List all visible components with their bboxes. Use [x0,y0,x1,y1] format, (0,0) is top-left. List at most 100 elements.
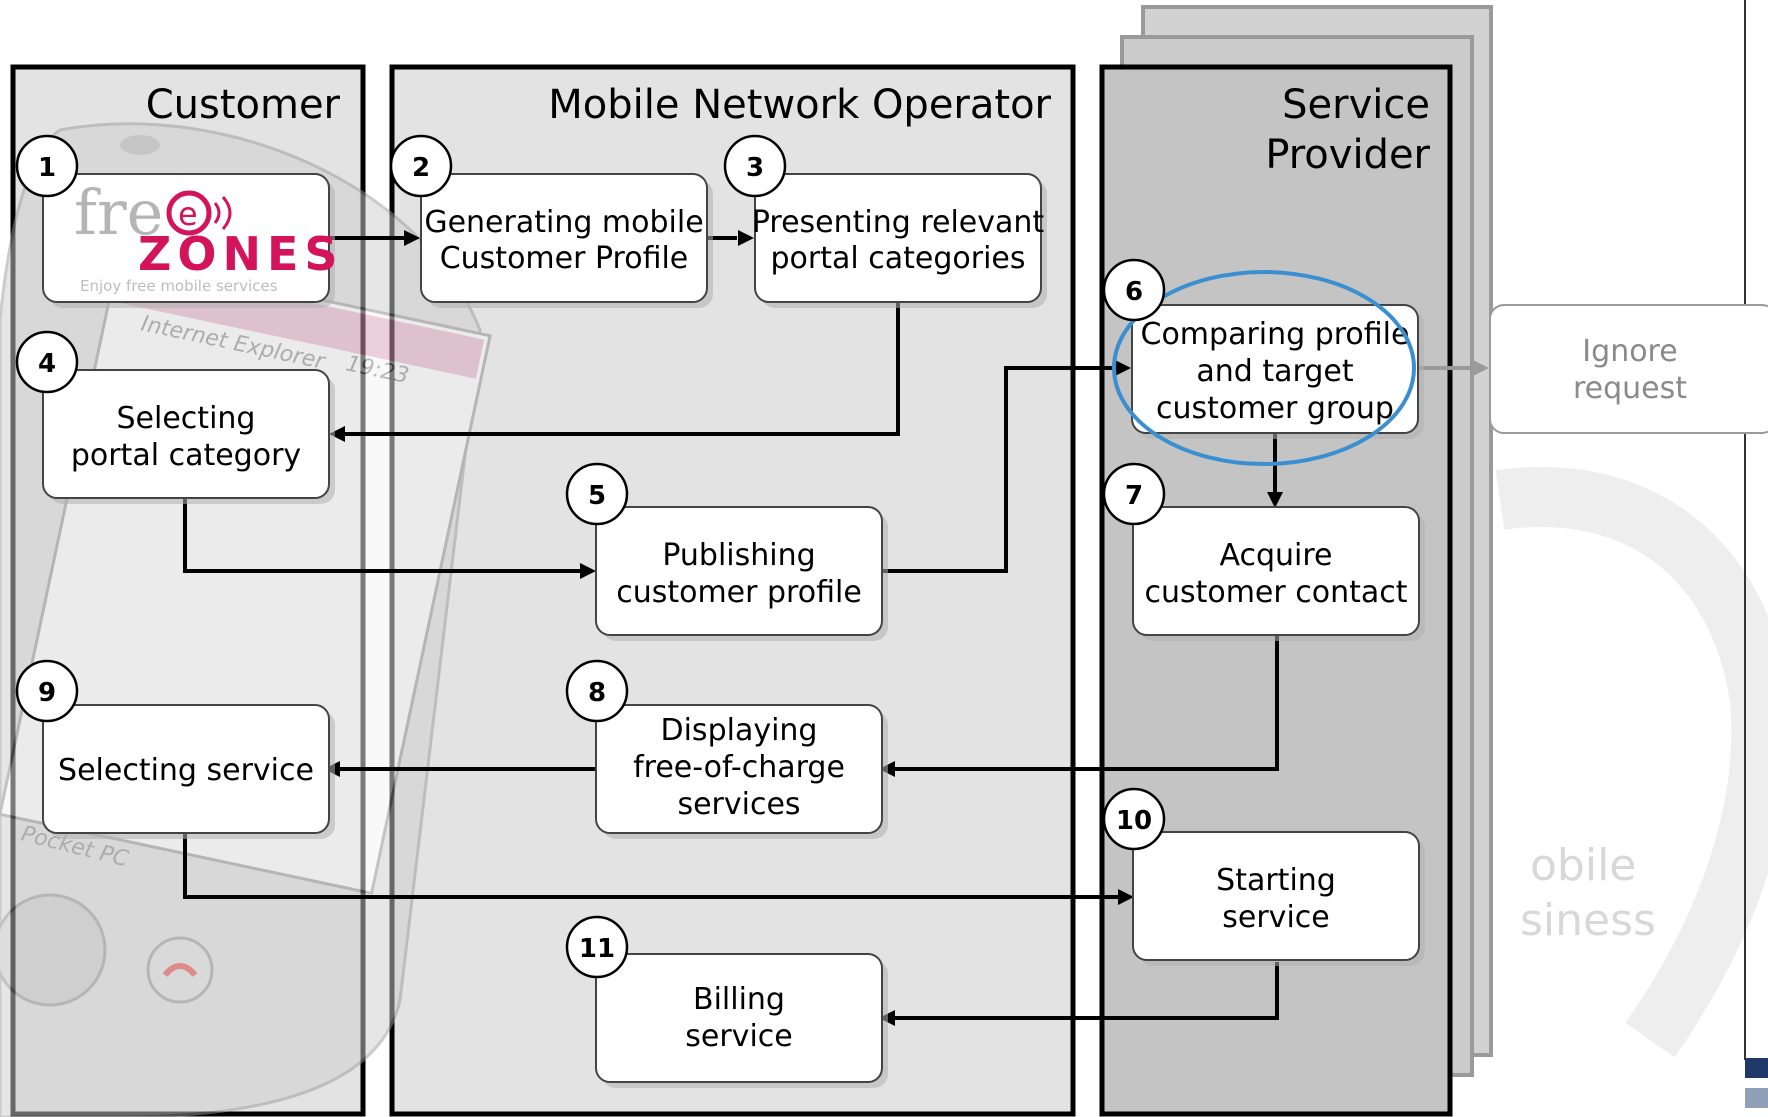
connectors [183,236,1474,1020]
step-2-label-1: Generating mobile [424,205,703,240]
step-5-label-1: Publishing [662,538,815,573]
phone-call-icon [162,963,198,978]
watermark-text-1: obile [1530,840,1636,891]
arrowhead-to-10 [1118,889,1134,905]
ignore-label-2: request [1573,371,1687,406]
step-ignore: Ignore request [1489,304,1768,434]
arrowhead-to-4 [329,426,345,442]
step-7: Acquire customer contact [1132,506,1425,641]
logo-e-text: e [178,195,198,233]
step-6-number: 6 [1125,277,1143,307]
corner-square-light [1745,1088,1768,1108]
highlight-ellipse [1112,270,1416,466]
step-8-badge [565,659,629,723]
step-3-box [754,173,1042,303]
step-2-number: 2 [412,153,430,183]
step-8-number: 8 [588,678,606,708]
step-11-number: 11 [579,934,615,964]
step-number-badges: 1 2 3 4 5 6 7 8 9 10 11 [15,134,1166,979]
step-2-label-2: Customer Profile [440,241,689,276]
step-9-box [42,704,330,834]
step-10-number: 10 [1116,806,1152,836]
step-4-badge [15,330,79,394]
step-6-box [1131,304,1419,434]
signal-waves-icon [213,196,232,230]
step-10: Starting service [1132,831,1425,966]
arrow-7-to-8 [895,635,1279,771]
step-9-label-1: Selecting service [58,753,314,788]
step-6: Comparing profile and target customer gr… [1112,270,1424,466]
arrow-4-to-5 [183,496,580,573]
step-5-label-2: customer profile [616,575,862,610]
step-3: Presenting relevant portal categories [752,173,1047,308]
step-1-badge [15,134,79,198]
step-6-badge [1102,258,1166,322]
lane-title-provider-2: Provider [1265,132,1430,178]
step-4: Selecting portal category [42,369,335,504]
free-zones-logo: fre e ZONES Enjoy free mobile services [74,176,344,295]
step-10-label-1: Starting [1216,863,1336,898]
step-10-box [1132,831,1420,961]
step-5-badge [565,462,629,526]
arrow-9-to-10 [183,831,1118,899]
step-4-label-1: Selecting [117,401,256,436]
step-8: Displaying free-of-charge services [595,704,888,839]
step-2-box [420,173,708,303]
arrowhead-to-5 [580,563,596,579]
arrow-3-to-4 [345,302,900,436]
step-5-number: 5 [588,481,606,511]
step-4-label-2: portal category [71,438,301,473]
lane-title-operator: Mobile Network Operator [548,82,1051,128]
arrowhead-to-6 [1115,360,1131,376]
step-11: Billing service [595,953,888,1088]
arrow-10-to-11 [895,962,1279,1020]
phone-call-button [146,936,214,1004]
logo-e-circle [166,190,212,236]
corner-square-navy [1745,1058,1768,1078]
step-3-label-1: Presenting relevant [752,205,1045,240]
watermark-swirl [1495,466,1768,1058]
step-9: Selecting service [42,704,335,839]
step-1-number: 1 [38,153,56,183]
step-11-label-2: service [685,1019,792,1054]
step-10-badge [1102,787,1166,851]
step-4-number: 4 [38,349,56,379]
step-8-label-3: services [677,787,800,822]
step-6-label-3: customer group [1156,391,1394,426]
step-11-box [595,953,883,1083]
step-4-box [42,369,330,499]
step-5: Publishing customer profile [595,506,888,641]
step-7-box [1132,506,1420,636]
arrowhead-to-7 [1267,492,1283,508]
step-9-number: 9 [38,678,56,708]
step-1-box [42,173,330,303]
step-3-badge [723,134,787,198]
ignore-label-1: Ignore [1582,334,1677,369]
logo-fre-text: fre [74,176,163,249]
step-9-badge [15,659,79,723]
step-6-label-2: and target [1196,354,1353,389]
phone-dpad [0,893,107,1007]
step-3-label-2: portal categories [771,241,1026,276]
step-2-badge [389,134,453,198]
step-10-label-2: service [1222,900,1329,935]
phone-speaker [120,135,160,155]
step-8-box [595,704,883,834]
logo-tagline: Enjoy free mobile services [80,277,278,295]
step-11-label-1: Billing [693,982,785,1017]
arrowhead-to-ignore [1473,360,1489,376]
arrowhead-to-3 [738,230,754,246]
ignore-request-box [1489,304,1768,434]
step-3-number: 3 [746,153,764,183]
step-8-label-1: Displaying [661,713,818,748]
logo-zones-text: ZONES [138,227,344,281]
step-7-number: 7 [1125,481,1143,511]
step-2: Generating mobile Customer Profile [420,173,713,308]
step-5-box [595,506,883,636]
lane-title-provider-1: Service [1282,82,1430,128]
step-1: fre e ZONES Enjoy free mobile services [42,173,344,308]
step-11-badge [565,915,629,979]
arrow-5-to-6 [882,366,1115,573]
step-8-label-2: free-of-charge [633,750,845,785]
